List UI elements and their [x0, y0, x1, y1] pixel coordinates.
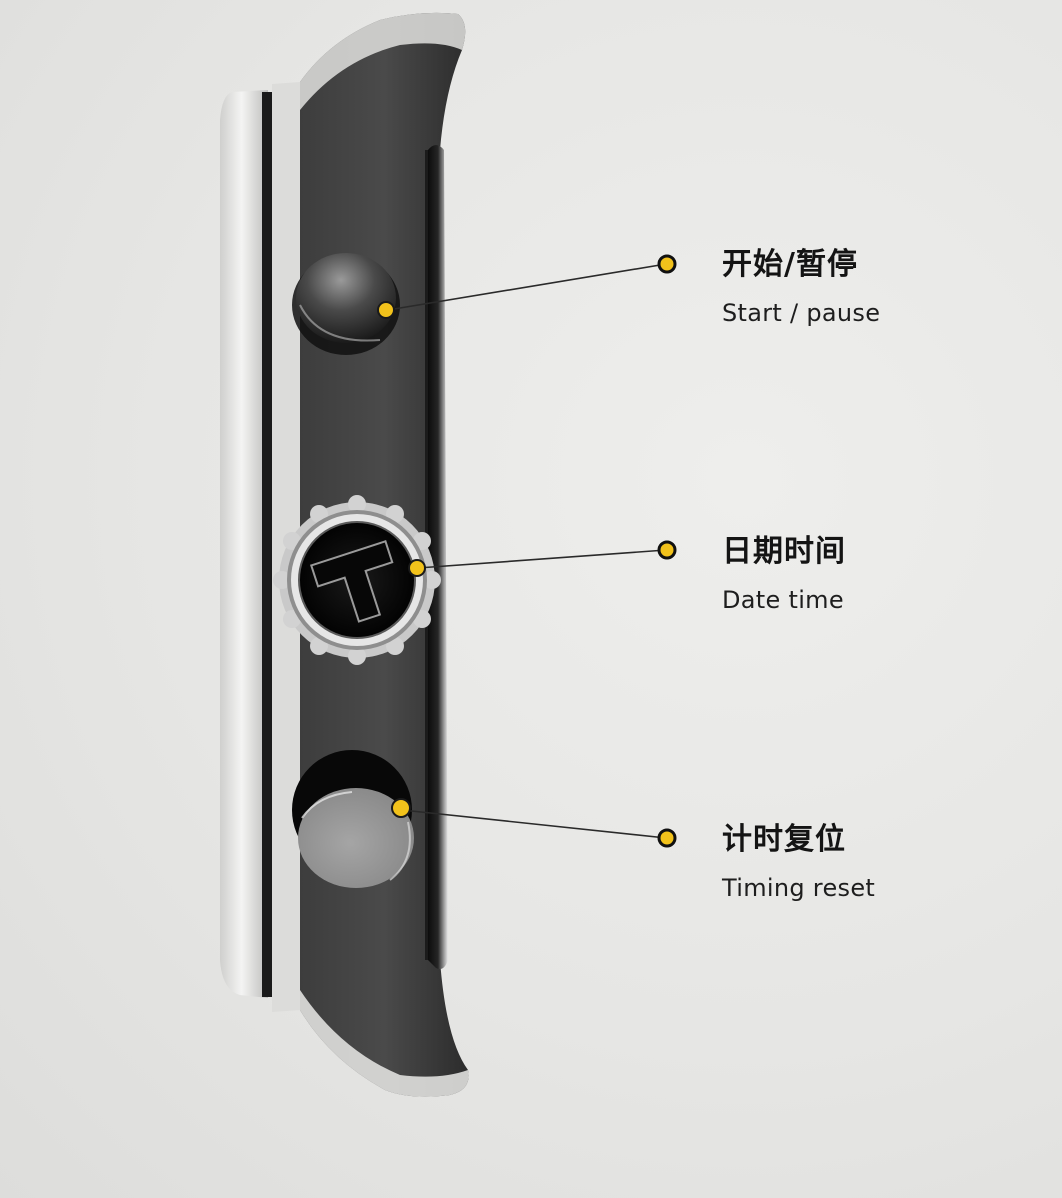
dot-label-timing-reset [657, 828, 677, 848]
label-en: Start / pause [722, 299, 881, 327]
label-en: Date time [722, 586, 844, 614]
dot-label-date-time [657, 540, 677, 560]
dot-crown [408, 559, 426, 577]
dot-label-start-pause [657, 254, 677, 274]
label-cn: 日期时间 [722, 534, 846, 569]
crown [273, 495, 441, 665]
leader-line-timing-reset [401, 809, 667, 839]
callout-date-time: 日期时间 Date time [722, 534, 846, 614]
label-cn: 开始/暂停 [722, 247, 858, 282]
callout-lines [387, 263, 667, 839]
callout-dots-at-labels [657, 254, 677, 848]
callout-dots-on-watch [377, 301, 426, 818]
label-en: Timing reset [722, 874, 876, 902]
dot-reset-pusher [391, 798, 411, 818]
callout-start-pause: 开始/暂停 Start / pause [722, 247, 880, 327]
timing-reset-pusher [292, 750, 414, 888]
leader-line-start-pause [387, 263, 667, 311]
dot-start-pause-pusher [377, 301, 395, 319]
crown-t-logo-icon [309, 540, 394, 623]
callout-timing-reset: 计时复位 Timing reset [722, 822, 875, 902]
label-cn: 计时复位 [722, 822, 846, 857]
caseback-edge [428, 145, 448, 969]
start-pause-pusher [292, 253, 400, 355]
leader-line-date-time [417, 549, 667, 569]
